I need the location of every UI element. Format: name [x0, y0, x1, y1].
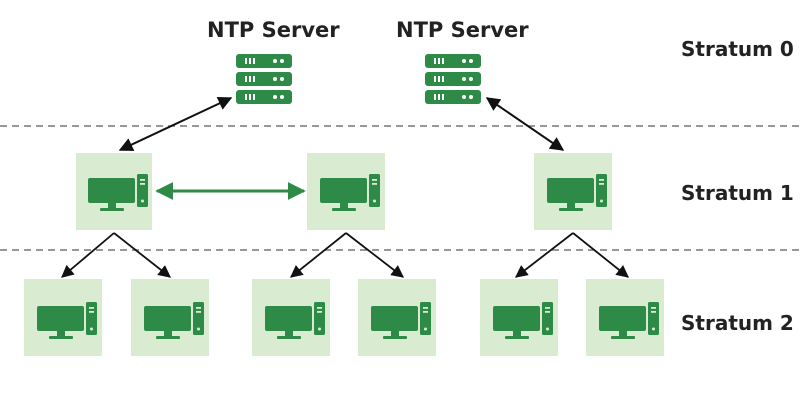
- stratum2-node-5: [480, 279, 558, 356]
- stratum1-node-3: [534, 153, 612, 230]
- arrow-node2-child1: [290, 232, 347, 278]
- ntp-server-icon-2: [425, 54, 481, 104]
- ntp-server-label-2: NTP Server: [396, 18, 529, 42]
- stratum1-node-2: [307, 153, 385, 230]
- arrow-node1-child1: [61, 232, 115, 278]
- stratum1-node-1: [76, 153, 152, 230]
- ntp-server-label-1: NTP Server: [207, 18, 340, 42]
- stratum2-node-4: [358, 279, 436, 356]
- stratum-1-label: Stratum 1: [681, 181, 794, 205]
- arrow-node2-child2: [345, 232, 404, 278]
- ntp-server-icon-1: [236, 54, 292, 104]
- stratum2-node-3: [252, 279, 330, 356]
- arrow-server1-node1: [118, 97, 233, 151]
- arrow-server2-node3: [485, 97, 565, 151]
- arrow-node3-child1: [515, 232, 574, 278]
- arrow-node3-child2: [572, 232, 629, 278]
- stratum2-node-2: [131, 279, 209, 356]
- stratum-2-label: Stratum 2: [681, 311, 794, 335]
- arrow-node1-child2: [113, 232, 171, 278]
- stratum2-node-6: [586, 279, 664, 356]
- stratum-0-label: Stratum 0: [681, 37, 794, 61]
- stratum2-node-1: [24, 279, 102, 356]
